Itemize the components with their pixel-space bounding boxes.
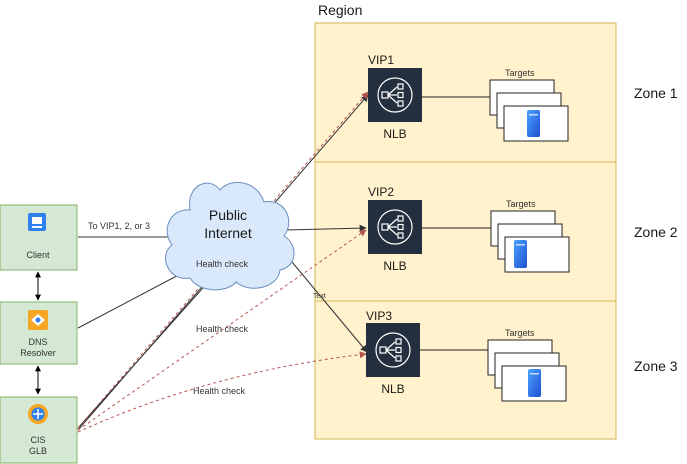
client-label: Client [26,250,50,260]
zone-3-label: Zone 3 [634,358,678,374]
nlb-3-icon [375,332,411,368]
health-check-vip3-line [77,351,367,433]
dns-to-internet-line [77,269,189,329]
server-icon [527,110,540,137]
to-vip-label: To VIP1, 2, or 3 [88,221,150,231]
region-label: Region [318,2,362,18]
server-icon [514,240,527,268]
zone-3: VIP3 NLB Targets Zone 3 [366,309,678,402]
zone-2: VIP2 NLB Targets Zone 2 [368,185,678,273]
client-node[interactable]: Client [0,204,78,271]
zone-2-box [314,161,617,302]
cloud-label-line2: Internet [204,225,252,241]
targets-2-label: Targets [506,199,536,209]
nlb-1-node[interactable] [368,68,422,122]
health-check-label-2: Health check [196,324,249,334]
targets-3-stack[interactable] [487,339,567,402]
nlb-3-node[interactable] [366,323,420,377]
region-container [314,22,617,440]
targets-3-label: Targets [505,328,535,338]
connectors [35,91,492,433]
dns-icon [28,310,48,330]
dns-label-line1: DNS [28,337,47,347]
dns-label-line2: Resolver [20,348,56,358]
zone-1: VIP1 NLB Targets Zone 1 [368,53,678,142]
zone-1-label: Zone 1 [634,85,678,101]
cloud-label-line1: Public [209,207,247,223]
nlb-2-label: NLB [383,259,406,273]
dns-resolver-node[interactable]: DNS Resolver [0,301,78,365]
vip3-label: VIP3 [366,309,392,323]
targets-1-stack[interactable] [489,79,569,142]
health-check-label-1: Health check [196,259,249,269]
health-check-label-3: Health check [193,386,246,396]
zone-3-box [314,300,617,440]
nlb-3-label: NLB [381,382,404,396]
vip2-label: VIP2 [368,185,394,199]
health-check-vip2-line [77,229,367,431]
nlb-2-node[interactable] [368,200,422,254]
targets-2-stack[interactable] [490,210,570,273]
nlb-2-icon [377,209,413,245]
nlb-1-icon [377,77,413,113]
internet-to-vip3-line [291,261,368,353]
vip1-label: VIP1 [368,53,394,67]
nlb-1-label: NLB [383,127,406,141]
server-icon [528,369,541,397]
client-icon [28,213,46,231]
cis-glb-node[interactable]: CIS GLB [0,396,78,464]
health-check-vip1-line [77,91,369,429]
text-edge-label: Text [313,293,326,300]
cis-label-line1: CIS [30,435,45,445]
zone-2-label: Zone 2 [634,224,678,240]
internet-to-vip2-line [284,224,367,232]
zone-1-box [314,22,617,163]
cis-glb-icon [28,404,48,424]
targets-1-label: Targets [505,68,535,78]
cis-label-line2: GLB [29,446,47,456]
public-internet-cloud: Public Internet [165,181,295,291]
